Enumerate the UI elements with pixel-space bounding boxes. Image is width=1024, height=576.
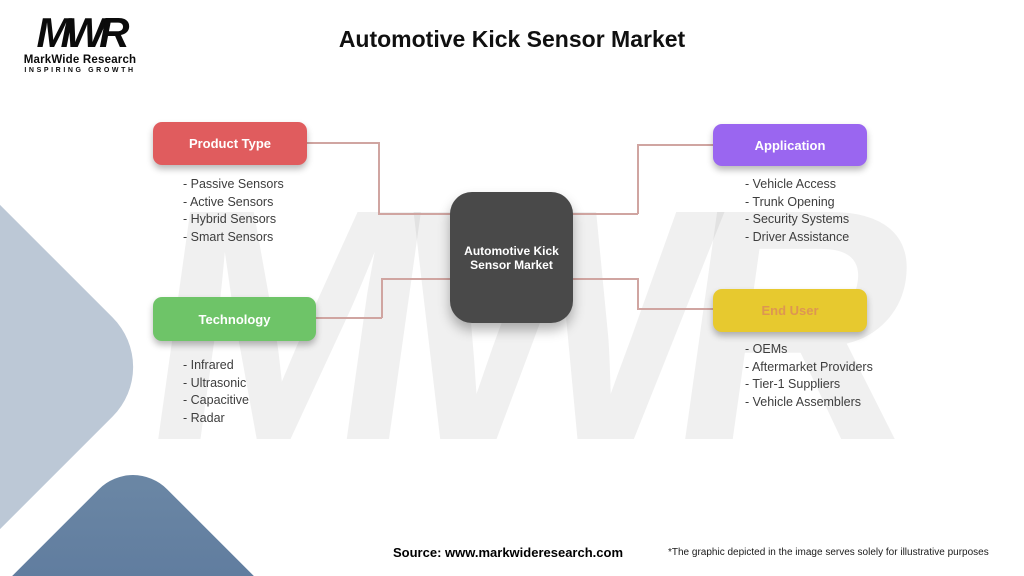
branch-header-product-type: Product Type <box>153 122 307 165</box>
branch-header-end-user: End User <box>713 289 867 332</box>
list-item: - Smart Sensors <box>183 229 274 244</box>
list-item: - Trunk Opening <box>745 194 835 209</box>
list-item: - Active Sensors <box>183 194 274 209</box>
connector-technology-h1 <box>316 317 382 319</box>
connector-application-v <box>637 144 639 214</box>
branch-list-end-user: - OEMs - Aftermarket Providers - Tier-1 … <box>745 341 873 411</box>
branch-list-product-type: - Passive Sensors - Active Sensors - Hyb… <box>183 176 284 246</box>
list-item: - Driver Assistance <box>745 229 850 244</box>
connector-product-type-h1 <box>307 142 379 144</box>
branch-label-product-type: Product Type <box>188 136 272 151</box>
branch-header-application: Application <box>713 124 867 166</box>
list-item: - Capacitive <box>183 393 249 407</box>
center-box: Automotive Kick Sensor Market <box>450 192 573 323</box>
logo-tagline: INSPIRING GROWTH <box>24 67 136 74</box>
list-item: - Ultrasonic <box>183 375 247 390</box>
branch-list-application: - Vehicle Access - Trunk Opening - Secur… <box>745 176 849 246</box>
branch-label-end-user: End User <box>761 303 819 318</box>
list-item: - Passive Sensors <box>183 177 284 191</box>
list-item: - Tier-1 Suppliers <box>745 377 841 391</box>
branch-label-technology: Technology <box>198 311 271 327</box>
branch-list-technology: - Infrared - Ultrasonic - Capacitive - R… <box>183 357 249 427</box>
connector-application-h1 <box>637 144 714 146</box>
branch-label-application: Application <box>754 137 826 153</box>
list-item: - Vehicle Access <box>745 177 837 191</box>
source-text: Source: www.markwideresearch.com <box>393 545 624 560</box>
list-item: - Hybrid Sensors <box>183 212 277 226</box>
list-item: - Aftermarket Providers <box>745 359 873 374</box>
branch-header-technology: Technology <box>153 297 316 341</box>
disclaimer-text: *The graphic depicted in the image serve… <box>668 547 989 558</box>
connector-end-user-h2 <box>637 308 714 310</box>
list-item: - Infrared <box>183 358 234 372</box>
connector-technology-v <box>381 278 383 318</box>
list-item: - OEMs <box>745 342 788 356</box>
page-title: Automotive Kick Sensor Market <box>338 26 686 52</box>
connector-technology-h2 <box>381 278 451 280</box>
connector-end-user-h1 <box>572 278 638 280</box>
list-item: - Security Systems <box>745 212 850 226</box>
connector-application-h2 <box>572 213 638 215</box>
list-item: - Vehicle Assemblers <box>745 394 862 409</box>
logo-company-name: MarkWide Research <box>23 54 137 66</box>
list-item: - Radar <box>183 410 225 425</box>
connector-product-type-v <box>378 142 380 214</box>
markwide-logo: MWR MarkWide Research INSPIRING GROWTH <box>20 9 140 75</box>
connector-product-type-h2 <box>378 213 451 215</box>
connector-end-user-v <box>637 278 639 309</box>
center-box-label: Automotive Kick Sensor Market <box>464 243 559 272</box>
logo-mwr-monogram: MWR <box>36 9 130 56</box>
